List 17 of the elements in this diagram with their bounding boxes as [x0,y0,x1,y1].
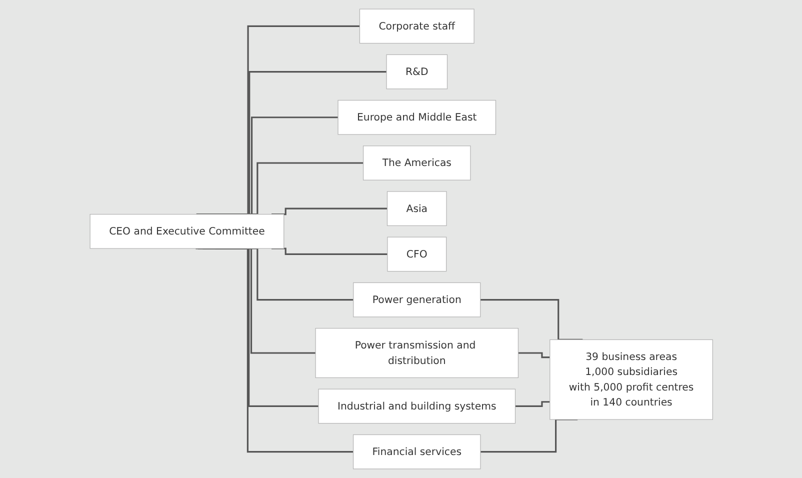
connector [271,248,388,255]
node-box: Financial services [352,434,480,470]
node-box: Power generation [352,282,480,318]
connector [514,401,550,407]
connector [480,299,582,340]
node-box: Asia [386,191,446,226]
node-box: CFO [386,236,446,272]
node-box: Corporate staff [359,8,474,44]
node-box: Power transmission and distribution [314,328,518,378]
node-box: CEO and Executive Committee [89,214,284,249]
node-box: Europe and Middle East [337,100,496,135]
node-box: The Americas [362,146,470,180]
node-box: 39 business areas 1,000 subsidiaries with 5,000 profit centres in 140 countries [549,339,713,420]
node-box: Industrial and building systems [318,388,516,424]
connector [518,352,550,358]
connector [195,248,353,453]
node-box: R&D [386,54,448,90]
